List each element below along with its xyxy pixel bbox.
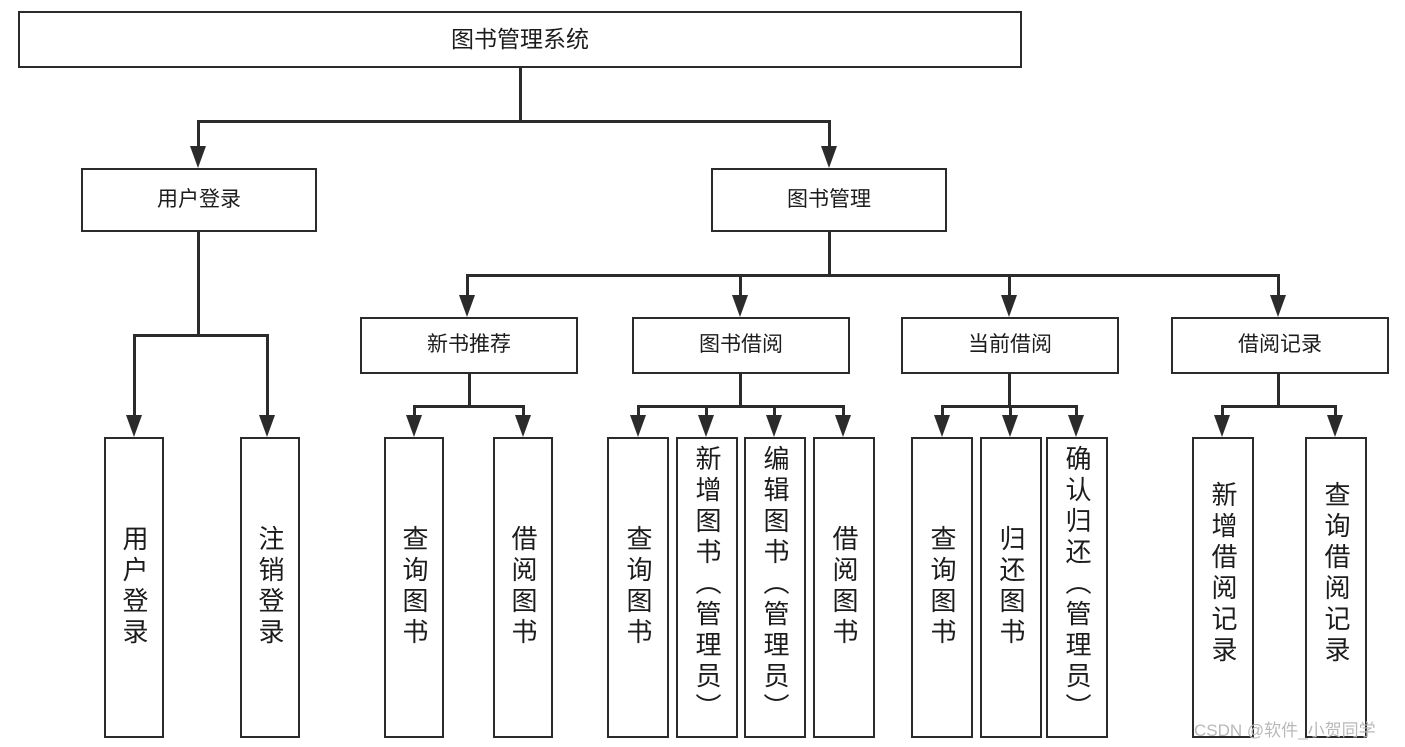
arrowhead-leaf-current-borrow-1 bbox=[934, 415, 950, 437]
node-new-book-recommend[interactable]: 新书推荐 bbox=[360, 317, 578, 374]
connector-to-new-book bbox=[466, 274, 469, 295]
connector-borrow-record-bus bbox=[1221, 405, 1337, 408]
node-label: 借阅记录 bbox=[1238, 333, 1322, 357]
node-label: 查询图书 bbox=[623, 525, 653, 649]
connector-root-to-book-manage bbox=[828, 120, 831, 146]
leaf-query-book-current[interactable]: 查询图书 bbox=[911, 437, 973, 738]
arrowhead-book-manage bbox=[821, 146, 837, 168]
arrowhead-book-borrow bbox=[732, 295, 748, 317]
watermark-text: CSDN @软件_小贺同学 bbox=[1194, 721, 1376, 740]
connector-root-bus bbox=[197, 120, 831, 123]
arrowhead-leaf-user-login-2 bbox=[259, 415, 275, 437]
arrowhead-leaf-user-login-1 bbox=[126, 415, 142, 437]
leaf-query-book-recommend[interactable]: 查询图书 bbox=[384, 437, 444, 738]
arrowhead-current-borrow bbox=[1001, 295, 1017, 317]
connector-current-borrow-leaf-1 bbox=[941, 405, 944, 416]
node-label: 图书管理 bbox=[787, 187, 871, 211]
connector-current-borrow-leaf-2 bbox=[1009, 405, 1012, 416]
arrowhead-leaf-book-borrow-4 bbox=[835, 415, 851, 437]
connector-book-borrow-bus bbox=[637, 405, 845, 408]
node-label: 确认归还（管理员） bbox=[1062, 445, 1092, 724]
node-label: 新书推荐 bbox=[427, 333, 511, 357]
leaf-logout[interactable]: 注销登录 bbox=[240, 437, 300, 738]
connector-user-login-leaf-1 bbox=[133, 334, 136, 415]
node-borrow-record[interactable]: 借阅记录 bbox=[1171, 317, 1389, 374]
connector-to-book-borrow bbox=[739, 274, 742, 295]
arrowhead-new-book bbox=[459, 295, 475, 317]
leaf-add-book-admin[interactable]: 新增图书（管理员） bbox=[676, 437, 738, 738]
arrowhead-leaf-new-book-2 bbox=[515, 415, 531, 437]
leaf-add-borrow-record[interactable]: 新增借阅记录 bbox=[1192, 437, 1254, 738]
leaf-borrow-book[interactable]: 借阅图书 bbox=[813, 437, 875, 738]
connector-book-borrow-leaf-4 bbox=[842, 405, 845, 416]
connector-book-borrow-leaf-2 bbox=[705, 405, 708, 416]
connector-book-manage-stem bbox=[828, 232, 831, 274]
node-label: 用户登录 bbox=[119, 525, 149, 649]
node-book-manage[interactable]: 图书管理 bbox=[711, 168, 947, 232]
node-label: 归还图书 bbox=[996, 525, 1026, 649]
node-label: 借阅图书 bbox=[829, 525, 859, 649]
node-label: 新增借阅记录 bbox=[1208, 481, 1238, 667]
node-label: 查询图书 bbox=[927, 525, 957, 649]
arrowhead-user-login bbox=[190, 146, 206, 168]
leaf-query-borrow-record[interactable]: 查询借阅记录 bbox=[1305, 437, 1367, 738]
arrowhead-leaf-book-borrow-2 bbox=[698, 415, 714, 437]
connector-book-borrow-leaf-1 bbox=[637, 405, 640, 416]
arrowhead-leaf-book-borrow-1 bbox=[630, 415, 646, 437]
connector-new-book-leaf-2 bbox=[522, 405, 525, 416]
connector-new-book-stem bbox=[468, 374, 471, 405]
node-label: 图书借阅 bbox=[699, 333, 783, 357]
connector-user-login-stem bbox=[197, 232, 200, 334]
arrowhead-leaf-new-book-1 bbox=[406, 415, 422, 437]
node-label: 图书管理系统 bbox=[451, 26, 589, 53]
leaf-query-book-borrow[interactable]: 查询图书 bbox=[607, 437, 669, 738]
node-label: 查询图书 bbox=[399, 525, 429, 649]
connector-new-book-bus bbox=[413, 405, 525, 408]
connector-borrow-record-stem bbox=[1277, 374, 1280, 405]
connector-root-to-user-login bbox=[197, 120, 200, 146]
connector-current-borrow-stem bbox=[1008, 374, 1011, 405]
connector-new-book-leaf-1 bbox=[413, 405, 416, 416]
leaf-return-book[interactable]: 归还图书 bbox=[980, 437, 1042, 738]
connector-user-login-bus bbox=[133, 334, 269, 337]
arrowhead-leaf-book-borrow-3 bbox=[766, 415, 782, 437]
connector-to-current-borrow bbox=[1008, 274, 1011, 295]
node-label: 当前借阅 bbox=[968, 333, 1052, 357]
node-root-system[interactable]: 图书管理系统 bbox=[18, 11, 1022, 68]
arrowhead-leaf-borrow-record-2 bbox=[1327, 415, 1343, 437]
node-current-borrow[interactable]: 当前借阅 bbox=[901, 317, 1119, 374]
connector-root-stem bbox=[519, 68, 522, 120]
connector-user-login-leaf-2 bbox=[266, 334, 269, 415]
leaf-user-login[interactable]: 用户登录 bbox=[104, 437, 164, 738]
connector-book-borrow-leaf-3 bbox=[773, 405, 776, 416]
node-user-login[interactable]: 用户登录 bbox=[81, 168, 317, 232]
node-label: 用户登录 bbox=[157, 187, 241, 211]
connector-borrow-record-leaf-1 bbox=[1221, 405, 1224, 416]
connector-to-borrow-record bbox=[1277, 274, 1280, 295]
arrowhead-borrow-record bbox=[1270, 295, 1286, 317]
arrowhead-leaf-borrow-record-1 bbox=[1214, 415, 1230, 437]
node-label: 编辑图书（管理员） bbox=[760, 445, 790, 724]
node-label: 借阅图书 bbox=[508, 525, 538, 649]
leaf-edit-book-admin[interactable]: 编辑图书（管理员） bbox=[744, 437, 806, 738]
node-label: 注销登录 bbox=[255, 525, 285, 649]
arrowhead-leaf-current-borrow-3 bbox=[1068, 415, 1084, 437]
arrowhead-leaf-current-borrow-2 bbox=[1002, 415, 1018, 437]
connector-borrow-record-leaf-2 bbox=[1334, 405, 1337, 416]
connector-current-borrow-leaf-3 bbox=[1075, 405, 1078, 416]
connector-book-manage-bus bbox=[466, 274, 1280, 277]
node-label: 新增图书（管理员） bbox=[692, 445, 722, 724]
node-label: 查询借阅记录 bbox=[1321, 481, 1351, 667]
leaf-confirm-return-admin[interactable]: 确认归还（管理员） bbox=[1046, 437, 1108, 738]
node-book-borrow[interactable]: 图书借阅 bbox=[632, 317, 850, 374]
leaf-borrow-book-recommend[interactable]: 借阅图书 bbox=[493, 437, 553, 738]
connector-book-borrow-stem bbox=[739, 374, 742, 405]
